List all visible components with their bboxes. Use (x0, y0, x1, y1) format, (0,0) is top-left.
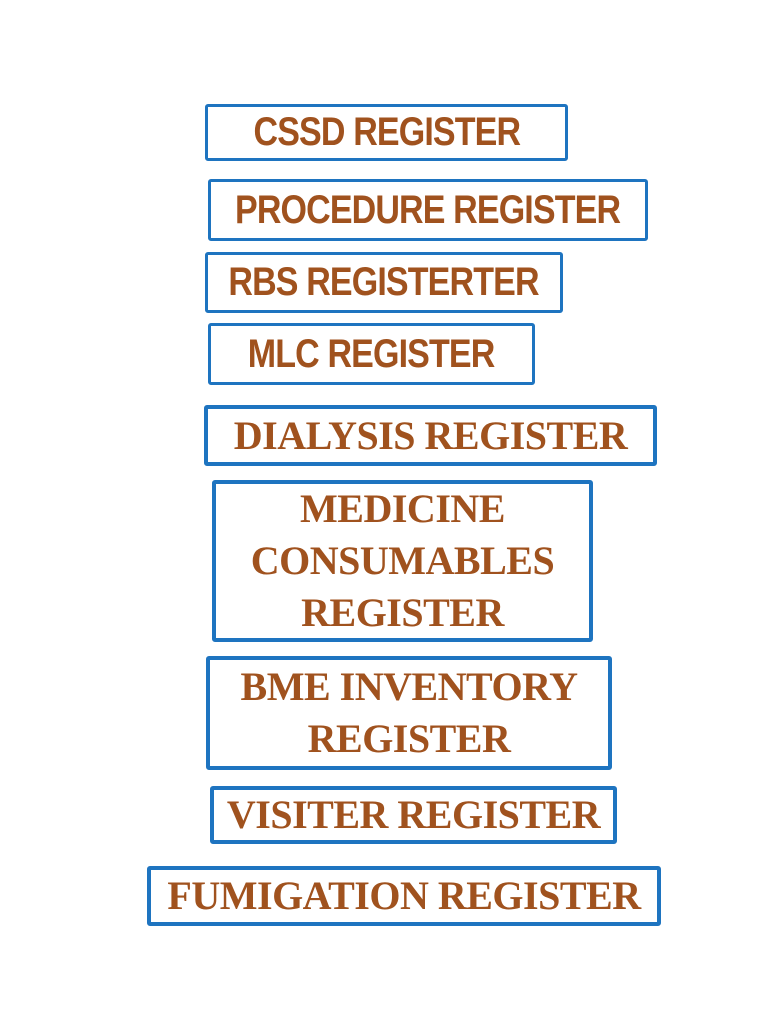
register-label-rbs: RBS REGISTERTER (228, 260, 540, 304)
register-box-bme-inventory: BME INVENTORY REGISTER (206, 656, 612, 770)
register-box-rbs: RBS REGISTERTER (205, 252, 563, 313)
register-label-fumigation: FUMIGATION REGISTER (167, 873, 641, 918)
register-box-fumigation: FUMIGATION REGISTER (147, 866, 661, 926)
register-box-mlc: MLC REGISTER (208, 323, 535, 385)
register-label-mlc: MLC REGISTER (248, 331, 496, 376)
register-box-cssd: CSSD REGISTER (205, 104, 568, 161)
register-label-dialysis: DIALYSIS REGISTER (233, 412, 628, 458)
register-label-bme-inventory: BME INVENTORY REGISTER (240, 664, 578, 761)
register-label-cssd: CSSD REGISTER (253, 110, 521, 154)
register-box-visiter: VISITER REGISTER (210, 786, 617, 844)
register-box-procedure: PROCEDURE REGISTER (208, 179, 648, 241)
register-label-visiter: VISITER REGISTER (226, 792, 601, 837)
register-label-medicine-consumables: MEDICINE CONSUMABLES REGISTER (250, 486, 555, 635)
register-label-procedure: PROCEDURE REGISTER (235, 187, 621, 232)
register-box-medicine-consumables: MEDICINE CONSUMABLES REGISTER (212, 480, 593, 642)
register-box-dialysis: DIALYSIS REGISTER (204, 405, 657, 466)
